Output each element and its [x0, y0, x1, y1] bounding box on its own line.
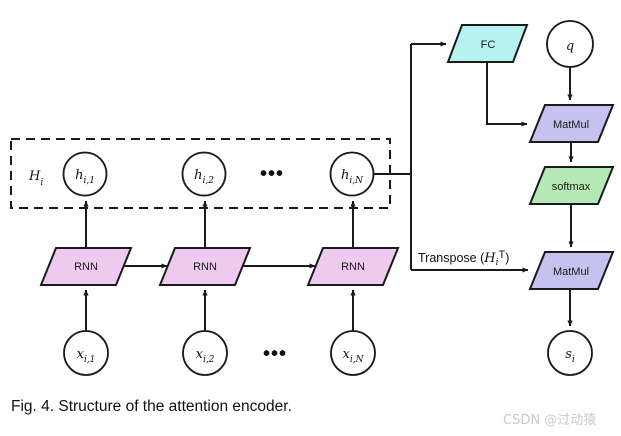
- rnn-cell-n: RNN: [306, 247, 400, 286]
- hidden-state-group-label: Hi: [28, 169, 43, 188]
- matmul-bottom-node: MatMul: [528, 251, 615, 290]
- rnn-cell-1: RNN: [39, 247, 133, 286]
- svg-text:RNN: RNN: [74, 261, 98, 273]
- transpose-edge-label: Transpose (HiT): [418, 249, 509, 268]
- svg-text:xi,2: xi,2: [196, 347, 215, 365]
- svg-text:xi,N: xi,N: [343, 347, 365, 365]
- svg-text:RNN: RNN: [341, 261, 365, 273]
- svg-text:hi,1: hi,1: [75, 168, 95, 186]
- svg-text:si: si: [565, 347, 575, 365]
- svg-text:hi,N: hi,N: [341, 168, 364, 186]
- svg-text:hi,2: hi,2: [194, 168, 214, 186]
- svg-text:MatMul: MatMul: [553, 266, 589, 278]
- hidden-state-node-1: hi,1: [62, 151, 108, 197]
- hidden-state-node-2: hi,2: [181, 151, 227, 197]
- svg-text:MatMul: MatMul: [553, 119, 589, 131]
- rnn-cell-2: RNN: [158, 247, 252, 286]
- hidden-state-node-n: hi,N: [329, 151, 375, 197]
- watermark: CSDN @过动猿: [503, 413, 597, 428]
- input-node-2: xi,2: [182, 330, 228, 376]
- svg-text:FC: FC: [481, 39, 496, 51]
- hidden-state-ellipsis: •••: [260, 163, 284, 185]
- svg-text:softmax: softmax: [552, 181, 591, 193]
- edge-fc-to-matmul-top: [486, 62, 528, 127]
- input-node-1: xi,1: [63, 330, 109, 376]
- softmax-node: softmax: [528, 166, 615, 205]
- query-node: q: [546, 20, 594, 68]
- input-node-n: xi,N: [330, 330, 376, 376]
- svg-text:RNN: RNN: [193, 261, 217, 273]
- output-node: si: [547, 330, 593, 376]
- svg-text:xi,1: xi,1: [77, 347, 96, 365]
- matmul-top-node: MatMul: [528, 104, 615, 143]
- svg-text:q: q: [566, 39, 574, 54]
- figure-caption: Fig. 4. Structure of the attention encod…: [11, 398, 292, 415]
- fc-node: FC: [446, 24, 529, 63]
- input-ellipsis: •••: [263, 343, 287, 365]
